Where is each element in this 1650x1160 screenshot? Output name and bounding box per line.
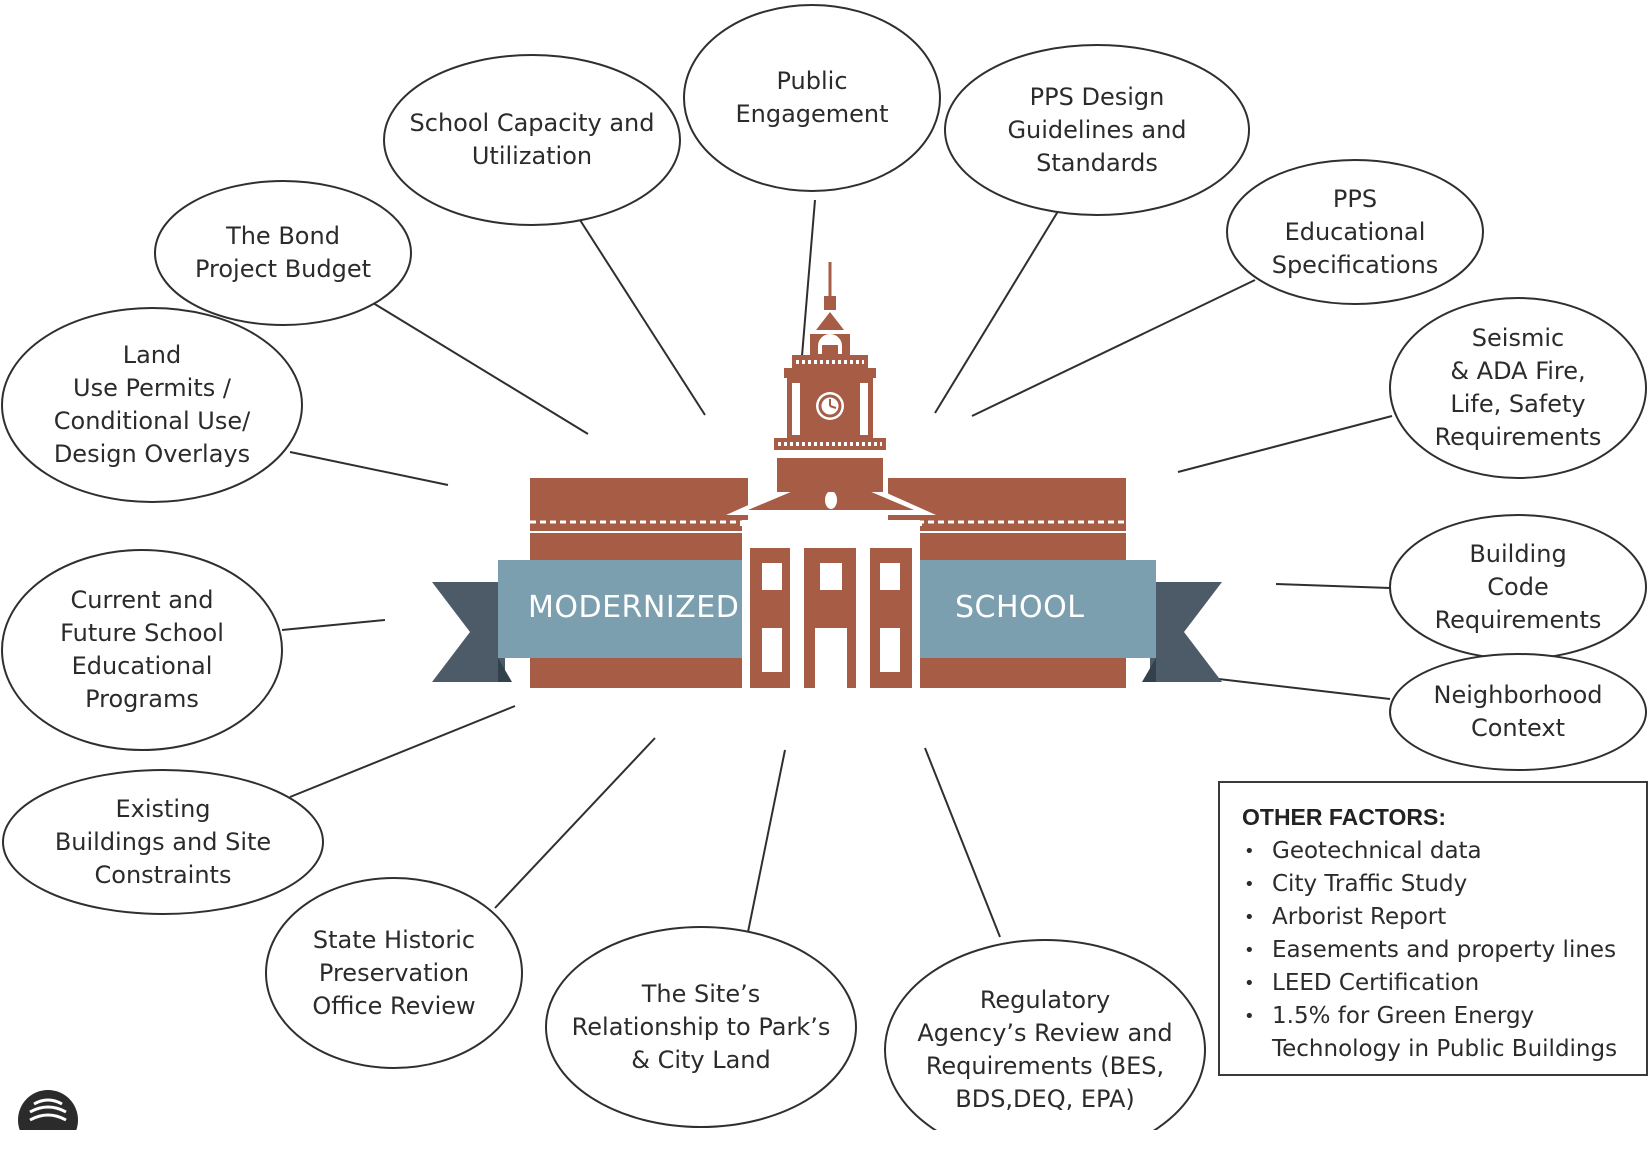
factor-ellipse: [1, 307, 303, 503]
factor-public-engagement: Public Engagement: [735, 67, 889, 128]
factor-ellipse: [683, 4, 941, 192]
factor-ellipse: [884, 939, 1206, 1130]
ribbon-text-right: SCHOOL: [955, 590, 1085, 625]
factor-land-use-permits: Land Use Permits / Conditional Use/ Desi…: [53, 341, 251, 468]
connector-line: [934, 207, 1061, 414]
connector-line: [1209, 677, 1391, 700]
connector-line: [281, 619, 386, 631]
factor-site-relationship: The Site’s Relationship to Park’s & City…: [571, 979, 831, 1074]
other-factors-title: OTHER FACTORS:: [1242, 804, 1447, 830]
factor-ellipse: [1226, 159, 1484, 305]
connector-line: [359, 294, 589, 435]
factor-educational-programs: Current and Future School Educational Pr…: [60, 586, 224, 713]
diagram-canvas: [1, 4, 1647, 1130]
factor-regulatory-review: Regulatory Agency’s Review and Requireme…: [917, 986, 1173, 1113]
factor-ellipse: [1, 549, 283, 751]
connector-line: [924, 747, 1001, 938]
connector-line: [579, 219, 706, 416]
logo-mark: [18, 1090, 78, 1130]
ribbon-tail-left: [432, 582, 505, 682]
connector-line: [747, 749, 786, 933]
factor-bond-budget: The Bond Project Budget: [194, 222, 372, 283]
factor-pps-educational-specs: PPS Educational Specifications: [1271, 184, 1439, 279]
factor-ellipse: [383, 54, 681, 226]
factor-ellipse: [265, 877, 523, 1069]
ribbon-right: [920, 560, 1156, 658]
other-factor-item: •Arborist Report: [1244, 904, 1447, 930]
connector-line: [1275, 583, 1391, 589]
ribbon-left: [498, 560, 746, 658]
connector-line: [494, 737, 656, 909]
factor-ellipse: [154, 180, 412, 326]
factor-building-code: Building Code Requirements: [1434, 539, 1602, 634]
other-factor-item: •Easements and property lines: [1244, 937, 1617, 963]
other-factor-item: •City Traffic Study: [1244, 871, 1468, 897]
connector-line: [289, 705, 516, 798]
school-building-illustration: [432, 262, 1222, 690]
factor-ellipse: [2, 769, 324, 915]
connector-line: [1177, 415, 1393, 473]
factor-ellipse: [944, 44, 1250, 216]
factor-historic-preservation: State Historic Preservation Office Revie…: [312, 925, 476, 1020]
factor-ellipse: [1389, 653, 1647, 771]
ribbon-tail-right: [1150, 582, 1222, 682]
other-factor-item: •1.5% for Green Energy Technology in Pub…: [1244, 1003, 1618, 1062]
other-factor-item: •Geotechnical data: [1244, 838, 1482, 864]
factor-school-capacity: School Capacity and Utilization: [409, 109, 655, 170]
factor-existing-buildings: Existing Buildings and Site Constraints: [54, 794, 272, 889]
connector-line: [971, 279, 1256, 417]
other-factors-list: •Geotechnical data •City Traffic Study •…: [1242, 835, 1634, 1066]
factor-pps-design-guidelines: PPS Design Guidelines and Standards: [1007, 82, 1187, 177]
connector-line: [289, 451, 449, 486]
ribbon-text-left: MODERNIZED: [528, 590, 740, 625]
connector-line: [799, 199, 816, 381]
factor-neighborhood-context: Neighborhood Context: [1433, 681, 1603, 742]
other-factor-item: •LEED Certification: [1244, 970, 1480, 996]
factor-ellipse: [545, 926, 857, 1128]
other-factors-box: OTHER FACTORS: •Geotechnical data •City …: [1218, 781, 1648, 1076]
factor-ellipse: [1389, 297, 1647, 479]
clock-tower: [777, 458, 883, 492]
factor-seismic-ada: Seismic & ADA Fire, Life, Safety Require…: [1434, 324, 1602, 451]
